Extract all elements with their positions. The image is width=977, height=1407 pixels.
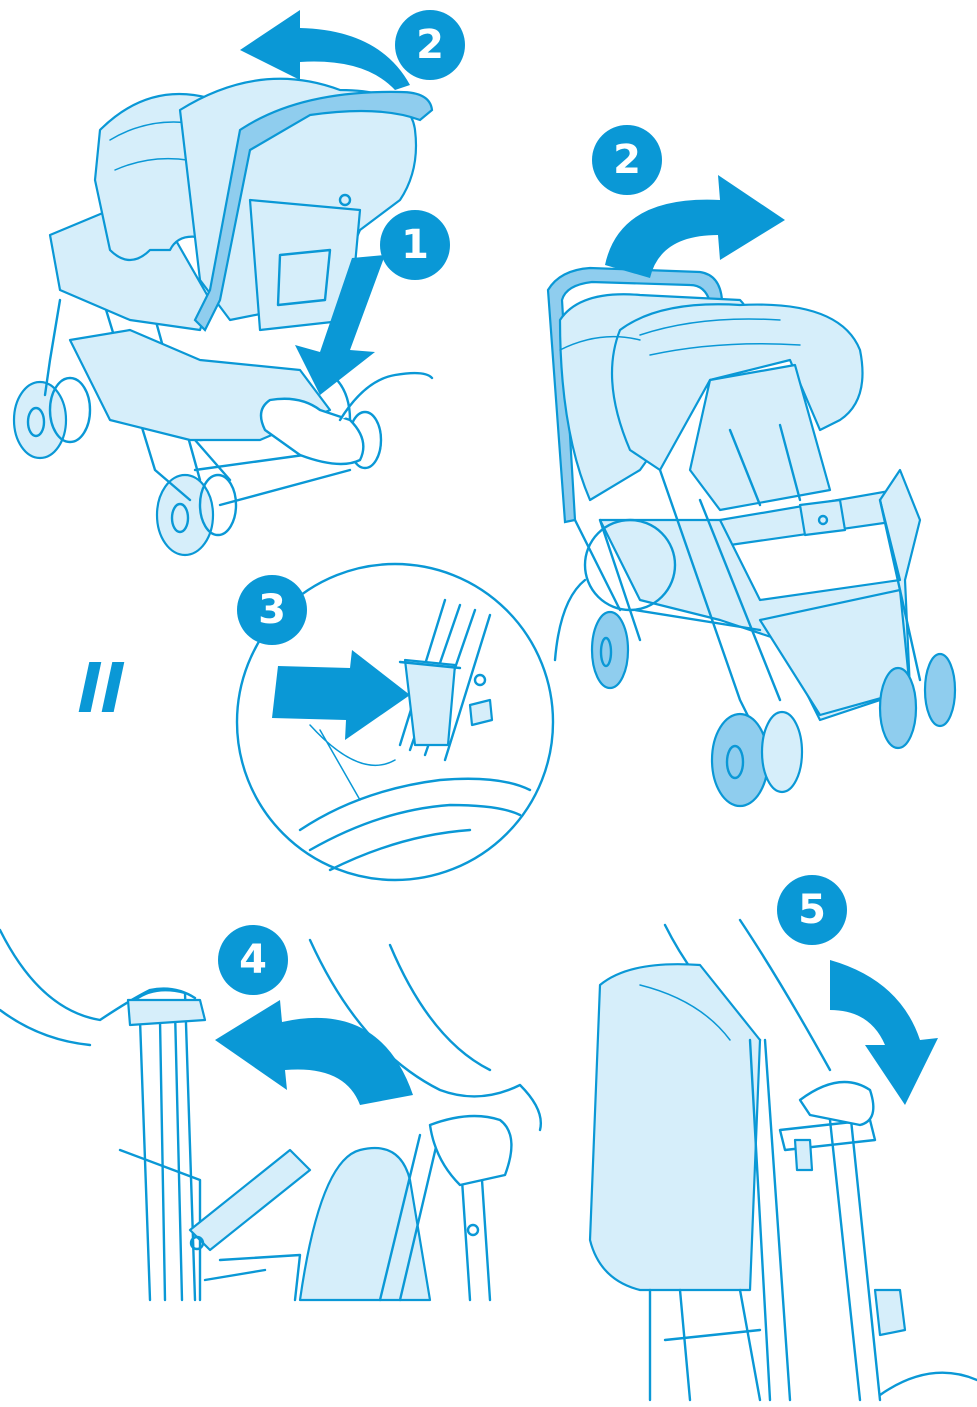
step-badge-2b: 2 (592, 125, 662, 195)
panel-folded: 5 (590, 875, 977, 1400)
arrow-step4 (215, 1000, 413, 1105)
step-badge-3: 3 (237, 575, 307, 645)
step-badge-1: 1 (380, 210, 450, 280)
panel-fold-down: 4 (0, 925, 541, 1300)
rear-left-wheel (14, 378, 90, 458)
front-left-wheel (157, 475, 236, 555)
step-number-3: 3 (258, 587, 286, 633)
step-number-5: 5 (798, 887, 826, 933)
step-number-2a: 2 (416, 22, 444, 68)
front-view-rear-wheel (592, 612, 628, 688)
arrow-step2a (240, 10, 410, 90)
panel-front-view-fold (548, 268, 955, 806)
arrow-step3 (79, 650, 410, 740)
front-view-front-left-wheel (712, 712, 802, 806)
step-badge-4: 4 (218, 925, 288, 995)
panel-rear-view-release (14, 79, 432, 555)
step-number-2b: 2 (613, 137, 641, 183)
step-number-1: 1 (401, 222, 429, 268)
step-badge-5: 5 (777, 875, 847, 945)
step-badge-2a: 2 (395, 10, 465, 80)
step-number-4: 4 (239, 937, 267, 983)
panel-detail-lock: 3 (79, 564, 553, 880)
